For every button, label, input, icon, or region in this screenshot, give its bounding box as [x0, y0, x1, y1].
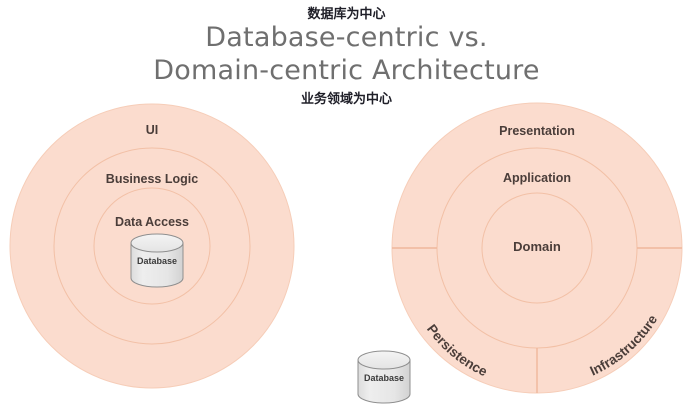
cylinder-top	[130, 233, 184, 253]
database-label: Database	[364, 373, 404, 383]
title-line-1: Database-centric vs.	[205, 22, 488, 53]
ring-label-application: Application	[503, 171, 571, 185]
cylinder-top	[357, 350, 411, 370]
chinese-annotation-top: 数据库为中心	[307, 7, 386, 22]
database-label: Database	[137, 256, 177, 266]
database-cylinder-left: Database	[130, 233, 184, 288]
left-architecture-circle: UI Business Logic Data Access Database	[9, 103, 295, 389]
page-title: Database-centric vs. Domain-centric Arch…	[0, 22, 693, 88]
ring-label-presentation: Presentation	[499, 124, 575, 138]
ring-label-business-logic: Business Logic	[106, 172, 198, 186]
title-line-2: Domain-centric Architecture	[153, 54, 540, 86]
chinese-annotation-bottom: 业务领域为中心	[300, 92, 392, 107]
right-architecture-circle: Presentation Application Domain Persiste…	[391, 102, 683, 394]
cylinder-body	[357, 359, 411, 404]
database-cylinder-bottom: Database	[357, 350, 411, 404]
ring-label-domain: Domain	[513, 239, 561, 254]
ring-domain	[481, 192, 593, 304]
ring-label-ui: UI	[146, 123, 159, 137]
cylinder-body	[130, 242, 184, 288]
ring-label-data-access: Data Access	[115, 215, 189, 229]
